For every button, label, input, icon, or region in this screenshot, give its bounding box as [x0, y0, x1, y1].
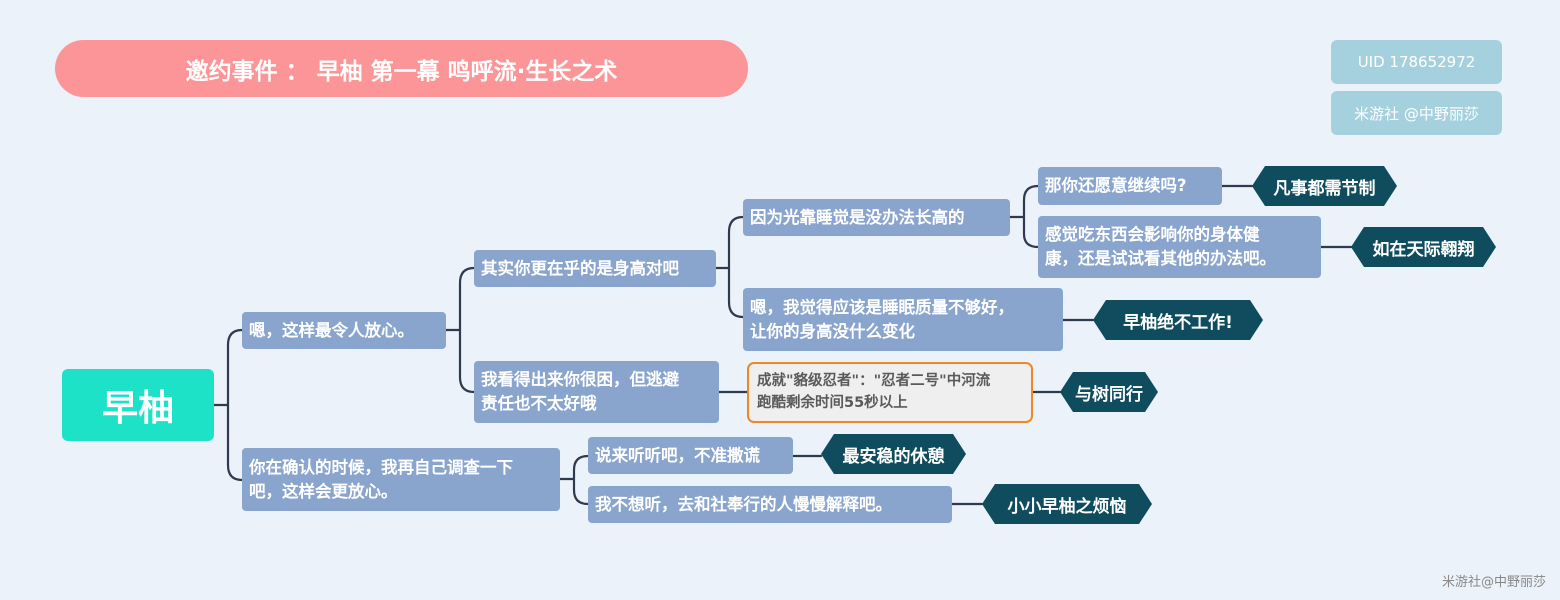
uid-badge: UID 178652972	[1331, 40, 1502, 84]
note-line-1: 成就"貉级忍者"："忍者二号"中河流	[757, 373, 991, 390]
branch-node: 说来听听吧，不准撒谎	[588, 437, 793, 474]
result-tag: 最安稳的休憩	[821, 434, 966, 474]
result-tag: 凡事都需节制	[1252, 166, 1397, 206]
connector	[714, 215, 745, 319]
branch-node: 那你还愿意继续吗?	[1038, 167, 1222, 205]
node-label: 我不想听，去和社奉行的人慢慢解释吧。	[595, 494, 892, 514]
node-label: 说来听听吧，不准撒谎	[595, 445, 760, 465]
connector	[444, 266, 476, 394]
node-label-line-2: 康，还是试试看其他的办法吧。	[1045, 249, 1276, 268]
connector	[212, 328, 244, 482]
node-label-line-2: 吧，这样会更放心。	[249, 481, 398, 501]
node-label: 因为光靠睡觉是没办法长高的	[750, 207, 965, 227]
result-tag: 与树同行	[1060, 372, 1158, 412]
achievement-note: 成就"貉级忍者"："忍者二号"中河流 跑酷剩余时间55秒以上	[747, 362, 1033, 423]
node-label: 那你还愿意继续吗?	[1045, 176, 1187, 196]
connector	[558, 454, 590, 506]
result-tag: 如在天际翱翔	[1351, 227, 1496, 267]
branch-node: 因为光靠睡觉是没办法长高的	[743, 199, 1010, 236]
connector	[1008, 184, 1040, 249]
node-label-line-1: 你在确认的时候，我再自己调查一下	[249, 457, 513, 477]
branch-node: 感觉吃东西会影响你的身体健 康，还是试试看其他的办法吧。	[1038, 216, 1321, 278]
node-label: 其实你更在乎的是身高对吧	[481, 258, 679, 278]
branch-node: 我看得出来你很困，但逃避 责任也不太好哦	[474, 361, 719, 423]
node-label-line-1: 感觉吃东西会影响你的身体健	[1045, 225, 1260, 245]
result-tag: 小小早柚之烦恼	[982, 484, 1152, 524]
node-label-line-2: 责任也不太好哦	[481, 394, 597, 413]
author-badge: 米游社 @中野丽莎	[1331, 91, 1502, 135]
branch-node: 嗯，我觉得应该是睡眠质量不够好， 让你的身高没什么变化	[743, 288, 1063, 351]
page-title: 邀约事件 ： 早柚 第一幕 鸣呼流·生长之术	[55, 40, 748, 97]
result-tag: 早柚绝不工作!	[1093, 300, 1263, 340]
node-label-line-2: 让你的身高没什么变化	[750, 321, 915, 341]
node-label-line-1: 我看得出来你很困，但逃避	[481, 370, 679, 390]
branch-node: 你在确认的时候，我再自己调查一下 吧，这样会更放心。	[242, 448, 560, 511]
watermark: 米游社@中野丽莎	[1441, 575, 1546, 590]
note-line-2: 跑酷剩余时间55秒以上	[757, 394, 908, 411]
node-label: 嗯，这样最令人放心。	[249, 320, 414, 340]
root-node: 早柚	[62, 369, 214, 441]
branch-node: 我不想听，去和社奉行的人慢慢解释吧。	[588, 486, 952, 523]
node-label-line-1: 嗯，我觉得应该是睡眠质量不够好，	[750, 297, 1014, 317]
branch-node: 嗯，这样最令人放心。	[242, 312, 446, 349]
branch-node: 其实你更在乎的是身高对吧	[474, 250, 716, 287]
